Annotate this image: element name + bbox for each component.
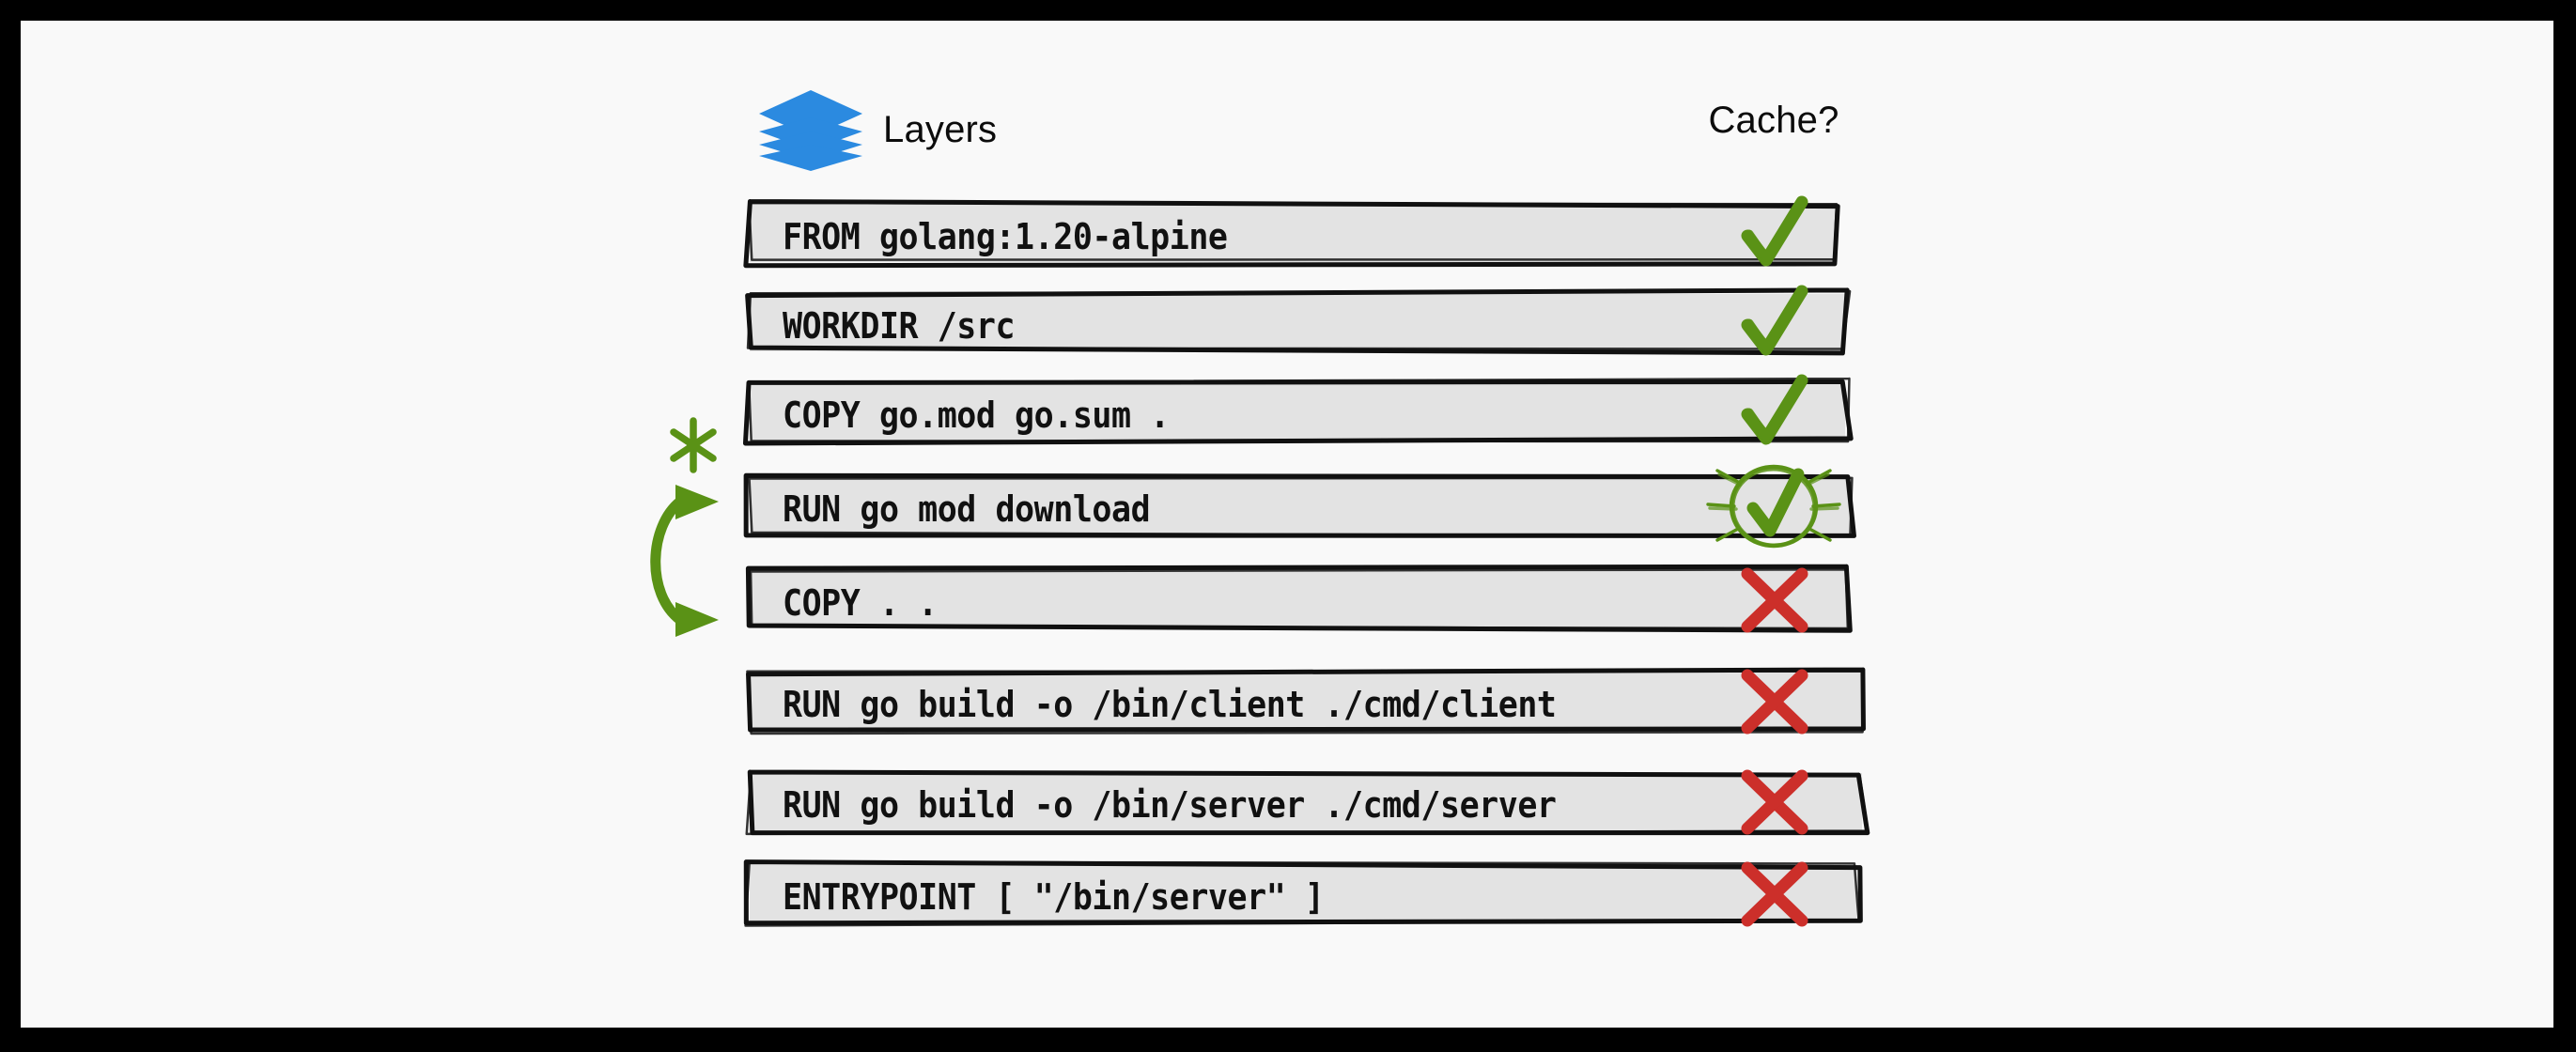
cache-status-hit xyxy=(1680,450,1868,563)
layers-label: Layers xyxy=(883,108,998,150)
instruction-box[interactable]: COPY go.mod go.sum . xyxy=(742,377,1854,448)
cache-status-miss xyxy=(1680,838,1868,951)
instruction-text: ENTRYPOINT [ "/bin/server" ] xyxy=(783,876,1325,918)
cross-icon xyxy=(1741,669,1808,735)
circled-check-icon xyxy=(1706,464,1841,549)
check-icon xyxy=(1741,285,1808,356)
instruction-box-outline xyxy=(745,769,1870,836)
instruction-box[interactable]: ENTRYPOINT [ "/bin/server" ] xyxy=(743,859,1863,930)
instruction-text: COPY go.mod go.sum . xyxy=(783,394,1170,436)
cache-status-hit xyxy=(1680,356,1868,469)
double-arrow-curve-icon xyxy=(636,481,763,641)
instruction-box-outline xyxy=(745,564,1853,633)
instruction-box-outline xyxy=(743,198,1840,269)
instruction-box-outline xyxy=(743,472,1856,538)
instruction-box[interactable]: WORKDIR /src xyxy=(745,287,1852,359)
cache-status-hit xyxy=(1680,267,1868,379)
asterisk-icon xyxy=(656,408,731,483)
instruction-box[interactable]: RUN go mod download xyxy=(743,472,1856,542)
cross-icon xyxy=(1741,567,1808,633)
cross-icon xyxy=(1741,861,1808,927)
instruction-text: FROM golang:1.20-alpine xyxy=(783,216,1228,257)
cache-status-miss xyxy=(1680,746,1868,859)
instruction-text: COPY . . xyxy=(783,582,938,624)
check-icon xyxy=(1741,374,1808,445)
instruction-box-outline xyxy=(742,377,1854,446)
instruction-box[interactable]: RUN go build -o /bin/client ./cmd/client xyxy=(746,667,1866,737)
instruction-box[interactable]: FROM golang:1.20-alpine xyxy=(743,198,1840,270)
instruction-text: RUN go build -o /bin/client ./cmd/client xyxy=(783,684,1557,725)
instruction-box[interactable]: COPY . . xyxy=(745,564,1853,636)
cross-icon xyxy=(1741,769,1808,835)
cache-status-miss xyxy=(1680,544,1868,657)
layers-header: Layers xyxy=(755,86,997,173)
cache-status-hit xyxy=(1680,178,1868,290)
layers-stack-icon xyxy=(759,90,862,171)
cache-status-miss xyxy=(1680,645,1868,758)
instruction-box-outline xyxy=(746,667,1866,735)
instruction-box-outline xyxy=(743,859,1863,927)
instruction-box[interactable]: RUN go build -o /bin/server ./cmd/server xyxy=(745,769,1870,838)
instruction-text: RUN go build -o /bin/server ./cmd/server xyxy=(783,784,1557,826)
instruction-box-outline xyxy=(745,287,1852,356)
instruction-text: WORKDIR /src xyxy=(783,305,1016,347)
cache-column-header: Cache? xyxy=(1708,100,1839,141)
check-icon xyxy=(1741,195,1808,267)
instruction-text: RUN go mod download xyxy=(783,488,1151,530)
